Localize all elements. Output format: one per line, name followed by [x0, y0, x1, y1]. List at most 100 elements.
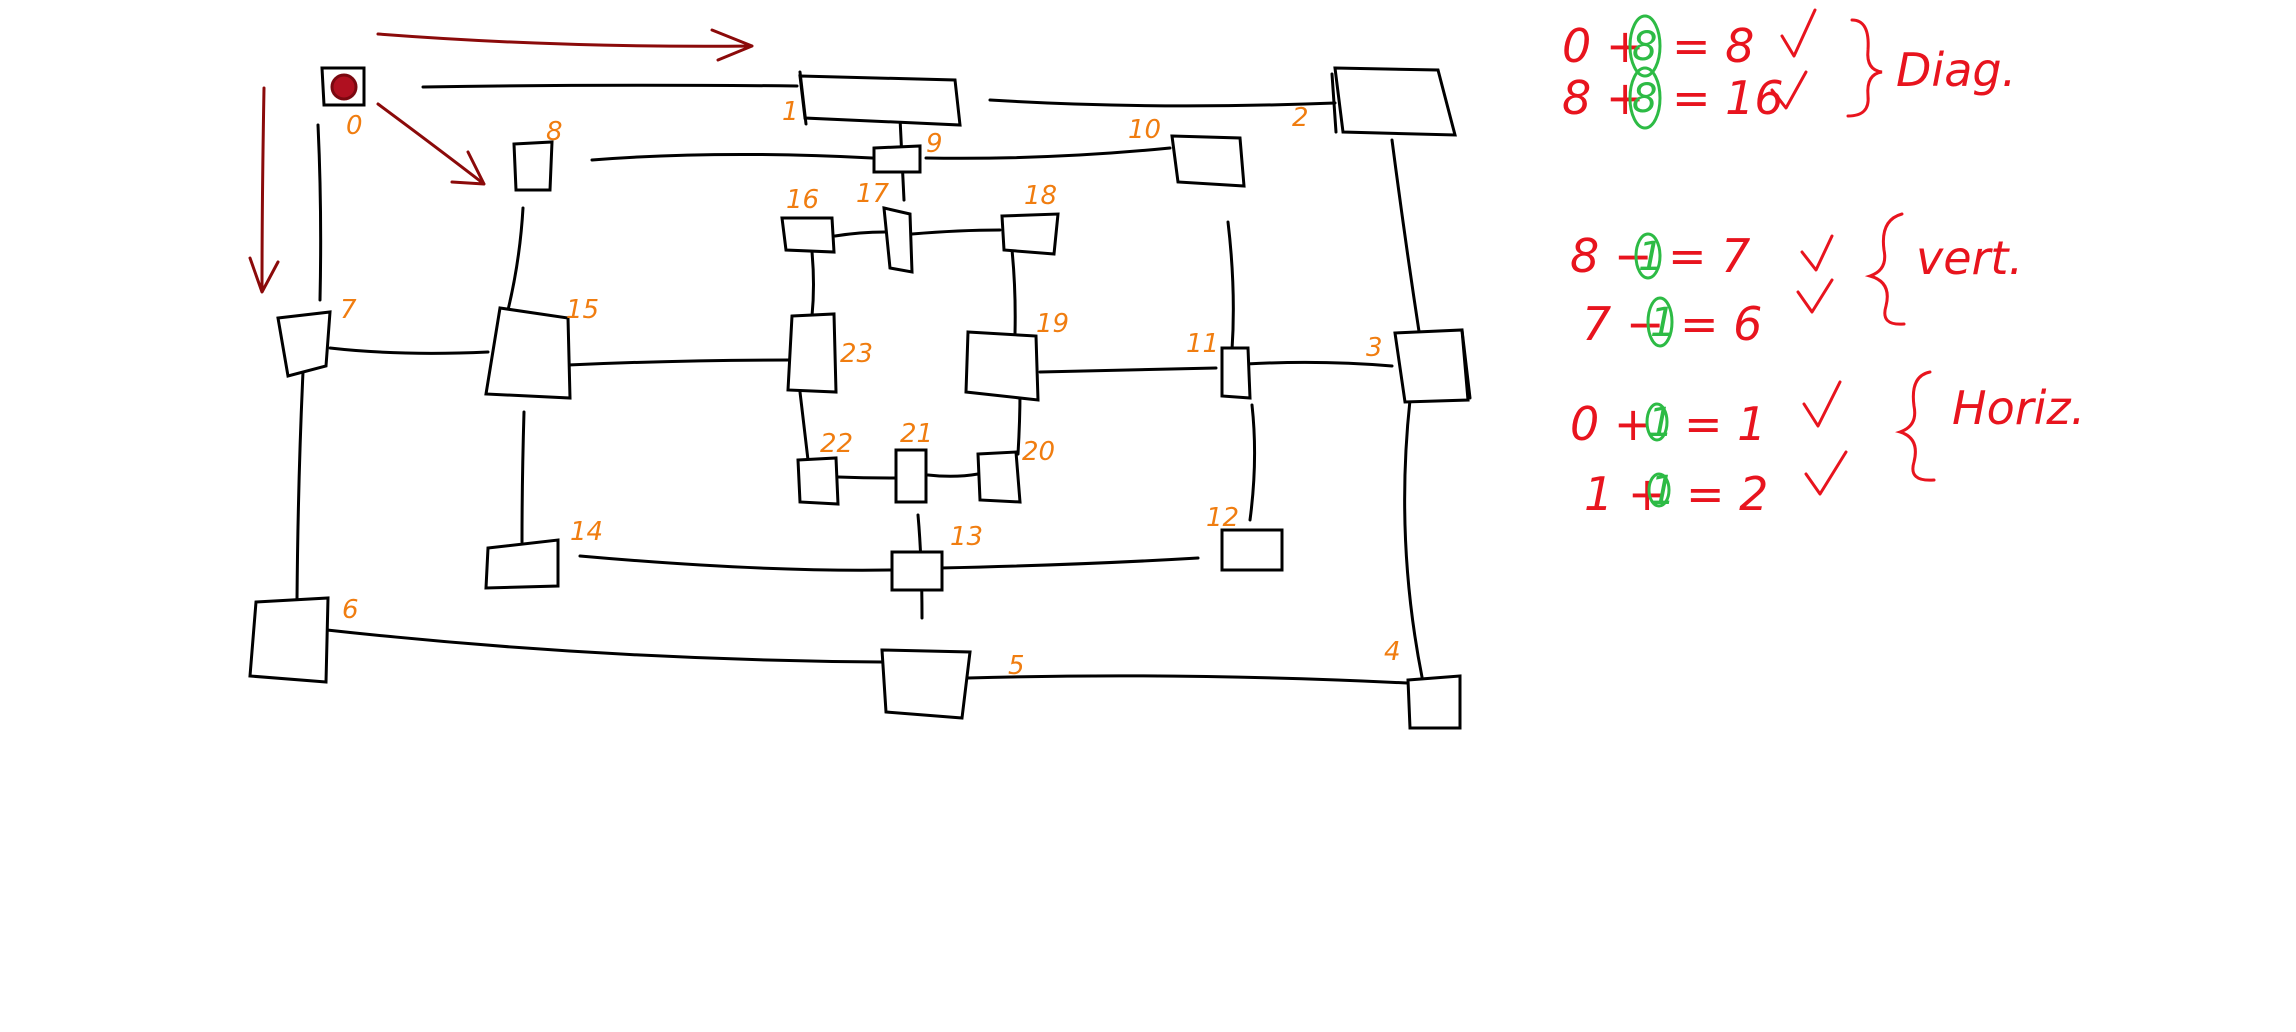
node-1[interactable] [798, 74, 962, 127]
edge-18-19 [1010, 248, 1017, 336]
edge-3-4 [1403, 398, 1424, 679]
label-node-1: 1 [782, 97, 799, 127]
node-23[interactable] [786, 312, 838, 394]
vert-row-2-operand: 1 [1650, 300, 1675, 346]
node-13[interactable] [890, 550, 944, 592]
notes-vert: 8 − 1 = 7 7 − 1 = 6 vert. [1570, 212, 2023, 351]
label-node-19: 19 [1036, 309, 1069, 339]
horiz-heading: Horiz. [1952, 381, 2085, 435]
node-10[interactable] [1170, 134, 1246, 188]
vert-row-1-operand: 1 [1638, 234, 1663, 280]
node-21[interactable] [894, 448, 928, 504]
edge-2-3 [1390, 138, 1422, 340]
label-node-2: 2 [1292, 103, 1309, 133]
label-node-8: 8 [546, 117, 563, 147]
node-8[interactable] [512, 140, 554, 192]
edge-14-13 [578, 554, 894, 572]
label-node-23: 23 [840, 339, 873, 369]
diag-brace [1846, 18, 1883, 118]
node-5[interactable] [880, 648, 972, 720]
node-14[interactable] [484, 538, 560, 590]
node-19[interactable] [964, 330, 1040, 402]
arrow-horizontal [376, 28, 754, 62]
node-2[interactable] [1333, 66, 1457, 137]
edge-1-2 [988, 98, 1337, 108]
node-labels: 0 1 2 3 4 5 6 7 8 9 10 11 12 13 14 15 16… [340, 97, 1401, 681]
edge-16-23 [810, 250, 815, 318]
node-12[interactable] [1220, 528, 1284, 572]
node-17[interactable] [882, 206, 914, 274]
edge-15-14 [520, 410, 526, 544]
edge-6-5 [325, 628, 884, 664]
edge-7-15 [328, 346, 490, 355]
notes-horiz: 0 + 1 = 1 1 + 1 = 2 Horiz. [1570, 370, 2085, 521]
horiz-row-1-operand: 1 [1648, 400, 1673, 446]
edge-8-15 [506, 206, 525, 312]
horiz-row-2-operand-ring [1647, 472, 1671, 508]
label-node-14: 14 [570, 517, 603, 547]
arrow-vertical [248, 86, 280, 294]
vert-row-1-left: 8 − [1570, 229, 1652, 283]
label-node-22: 22 [820, 429, 853, 459]
edge-0-1 [421, 83, 799, 89]
horiz-row-2-operand: 1 [1650, 468, 1675, 514]
edge-15-23 [566, 358, 792, 367]
label-node-16: 16 [786, 185, 819, 215]
vert-row-2-check [1796, 278, 1834, 314]
label-node-12: 12 [1206, 503, 1239, 533]
node-20[interactable] [976, 450, 1022, 504]
node-6[interactable] [248, 596, 330, 684]
edge-17-18 [910, 228, 1002, 236]
diag-heading: Diag. [1896, 43, 2016, 97]
label-node-9: 9 [926, 129, 943, 159]
label-node-10: 10 [1128, 115, 1161, 145]
label-node-11: 11 [1186, 329, 1219, 359]
horiz-row-1-operand-ring [1645, 402, 1669, 442]
edge-19-11 [1038, 366, 1218, 374]
game-piece[interactable] [330, 73, 358, 101]
arrow-diagonal [376, 102, 486, 186]
label-node-3: 3 [1366, 333, 1383, 363]
label-node-15: 15 [566, 295, 599, 325]
node-1-tick [798, 70, 808, 126]
edge-19-20 [1016, 390, 1022, 456]
diag-row-2-check [1770, 70, 1808, 110]
label-node-5: 5 [1008, 651, 1025, 681]
node-7[interactable] [276, 310, 332, 378]
label-node-20: 20 [1022, 437, 1055, 467]
vert-row-2-operand-ring [1646, 296, 1674, 348]
label-node-6: 6 [342, 595, 359, 625]
node-15[interactable] [484, 306, 572, 400]
node-11[interactable] [1220, 346, 1252, 400]
edge-21-20 [926, 472, 980, 478]
diag-row-1-right: = 8 [1672, 19, 1754, 73]
horiz-brace [1895, 370, 1936, 482]
edge-11-12 [1248, 403, 1257, 522]
node-9[interactable] [872, 144, 922, 174]
edge-13-12 [938, 556, 1200, 570]
vert-row-2-right: = 6 [1680, 297, 1762, 351]
diag-row-1-check [1780, 8, 1817, 58]
node-4[interactable] [1406, 674, 1462, 730]
label-node-18: 18 [1024, 181, 1057, 211]
label-node-4: 4 [1384, 637, 1401, 667]
node-18[interactable] [1000, 212, 1060, 256]
horiz-row-2-check [1804, 450, 1848, 496]
node-22[interactable] [796, 456, 840, 506]
label-node-17: 17 [856, 179, 890, 209]
edge-8-9 [590, 152, 874, 162]
edge-7-6 [295, 370, 305, 602]
node-3[interactable] [1393, 328, 1470, 404]
diag-row-2-operand: 8 [1632, 76, 1657, 122]
node-3-tick [1460, 328, 1472, 400]
edge-11-3 [1244, 360, 1394, 368]
edge-0-7 [316, 123, 323, 302]
label-node-21: 21 [900, 419, 933, 449]
label-node-7: 7 [340, 295, 357, 325]
edge-10-11 [1226, 220, 1235, 352]
diag-row-1-operand: 8 [1632, 24, 1657, 70]
node-16[interactable] [780, 216, 836, 254]
vert-row-1-right: = 7 [1668, 229, 1750, 283]
vert-brace [1864, 212, 1906, 326]
